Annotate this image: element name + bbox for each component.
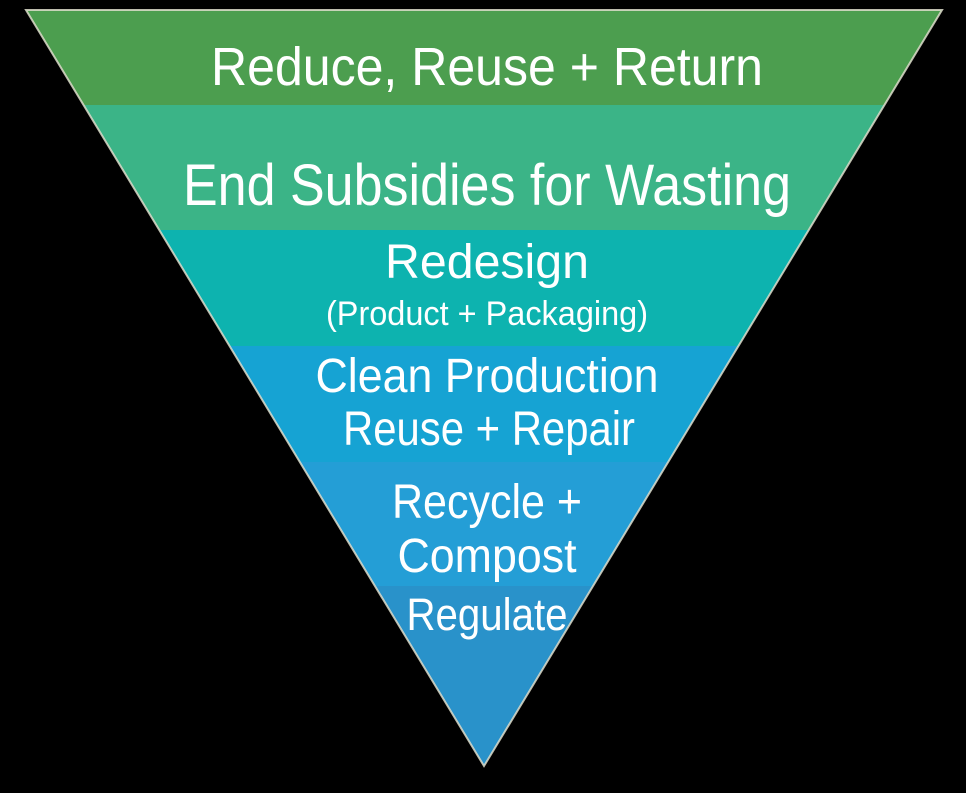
band-regulate [375, 586, 593, 766]
label-reduce-reuse-return: Reduce, Reuse + Return [211, 37, 763, 97]
band-recycle-compost [299, 462, 669, 586]
band-redesign [159, 230, 809, 346]
label-recycle: Recycle + [392, 476, 582, 529]
pyramid-bands [26, 10, 942, 766]
label-end-subsidies: End Subsidies for Wasting [183, 153, 791, 218]
label-regulate: Regulate [407, 589, 568, 640]
label-reuse-repair: Reuse + Repair [343, 403, 635, 456]
pyramid-labels: Reduce, Reuse + Return End Subsidies for… [183, 37, 791, 640]
band-end-subsidies [83, 105, 885, 230]
label-clean-production: Clean Production [316, 350, 659, 403]
label-compost: Compost [398, 530, 577, 583]
band-clean-production [229, 346, 739, 462]
label-redesign-sub: (Product + Packaging) [326, 295, 648, 333]
band-reduce-reuse-return [26, 10, 942, 105]
label-redesign: Redesign [385, 236, 589, 289]
pyramid-outline [24, 9, 944, 768]
